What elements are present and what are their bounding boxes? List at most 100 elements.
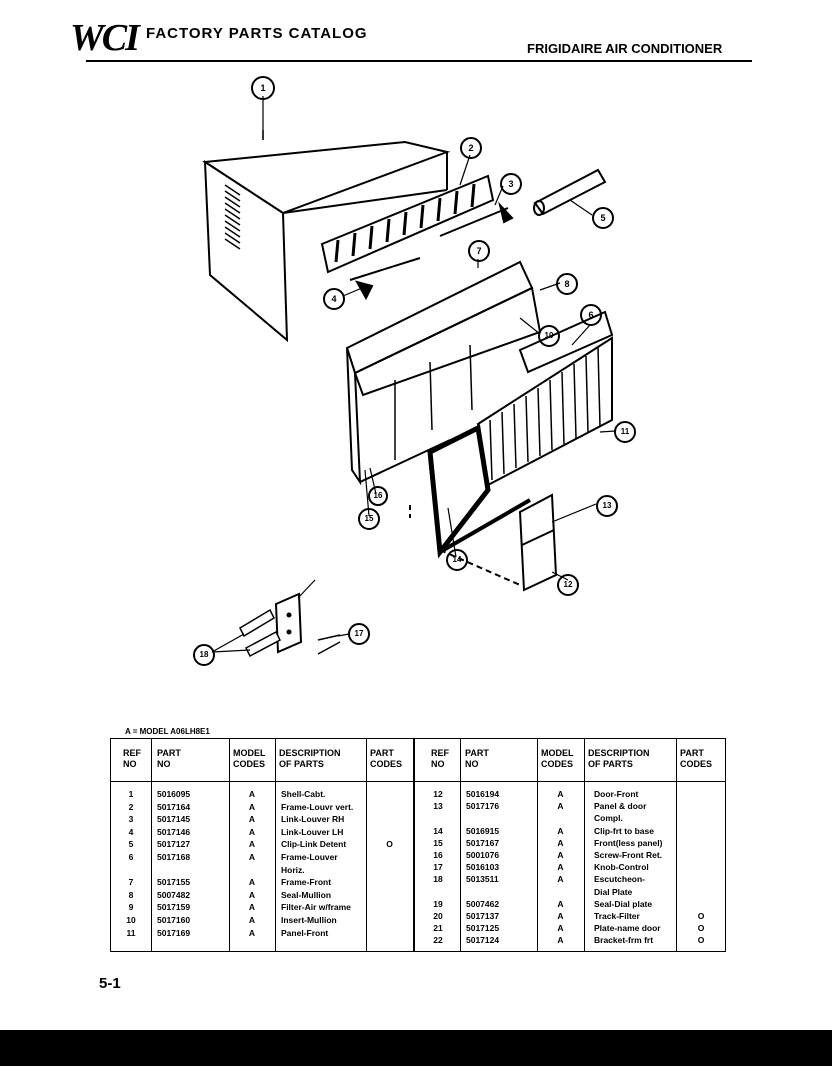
callout-1: 1	[251, 76, 275, 100]
right-row-0-model: A	[557, 789, 564, 799]
right-row-10-code: O	[697, 911, 705, 921]
dial-plate	[239, 592, 341, 658]
right-row-4-model: A	[557, 837, 564, 848]
left-row-9-ref: 9	[128, 902, 134, 913]
left-row-0-desc: Shell-Cabt.	[281, 789, 326, 799]
left-row-10-model: A	[248, 915, 256, 925]
left-row-4-ref: 5	[128, 839, 134, 850]
left-row-8-part: 5007482	[157, 889, 191, 900]
left-row-7-model: A	[248, 877, 256, 888]
left-row-3-model: A	[248, 826, 256, 837]
callout-7: 7	[468, 240, 490, 262]
left-row-9-model: A	[248, 902, 256, 913]
right-row-7-desc: Escutcheon-	[594, 874, 646, 885]
link-louver-parts	[349, 201, 514, 301]
right-row-4-part: 5017167	[466, 837, 500, 848]
left-row-5-desc: Frame-Louver	[281, 852, 338, 862]
right-row-10-part: 5017137	[466, 911, 500, 921]
right-row-5-model: A	[557, 850, 564, 860]
left-row-11-part: 5017169	[157, 927, 191, 938]
right-row-12-ref: 22	[433, 935, 443, 946]
left-row-5-part: 5017168	[157, 852, 191, 862]
right-row-12-model: A	[557, 935, 564, 946]
left-row-4-code: O	[386, 839, 393, 850]
callout-4: 4	[323, 288, 345, 310]
right-row-11-model: A	[557, 923, 564, 934]
right-row-11-part: 5017125	[466, 923, 500, 934]
left-row-7-part: 5017155	[157, 877, 191, 888]
model-note: A = MODEL A06LH8E1	[125, 727, 210, 736]
left-row-5-ref: 6	[128, 852, 134, 862]
left-row-5-model: A	[248, 852, 256, 862]
right-row-3-ref: 14	[433, 825, 443, 836]
callout-13: 13	[596, 495, 618, 517]
right-row-3-model: A	[557, 825, 564, 836]
left-row-10-ref: 10	[126, 915, 136, 925]
right-row-9-ref: 19	[433, 898, 443, 909]
left-row-1-desc: Frame-Louvr vert.	[281, 801, 354, 812]
left-row-7-ref: 7	[128, 877, 134, 888]
right-row-6-ref: 17	[433, 862, 443, 873]
callout-2: 2	[460, 137, 482, 159]
left-row-1-part: 5017164	[157, 801, 191, 812]
left-row-2-model: A	[248, 814, 256, 825]
catalog-page: WCI FACTORY PARTS CATALOG FRIGIDAIRE AIR…	[0, 0, 832, 1030]
left-row-10-desc: Insert-Mullion	[281, 915, 337, 925]
left-row-2-ref: 3	[128, 814, 134, 825]
right-row-4-desc: Front(less panel)	[594, 837, 663, 848]
right-row-11-code: O	[697, 923, 705, 934]
left-row-3-ref: 4	[128, 826, 134, 837]
right-row-1-desc: Panel & door	[594, 801, 647, 812]
right-row-6-model: A	[557, 862, 564, 873]
right-row-10-ref: 20	[433, 911, 443, 921]
left-row-3-part: 5017146	[157, 826, 191, 837]
right-row-0-part: 5016194	[466, 789, 500, 799]
right-row-6-part: 5016103	[466, 862, 500, 873]
right-row-12-part: 5017124	[466, 935, 500, 946]
left-row-1-ref: 2	[128, 801, 134, 812]
right-row-0-desc: Door-Front	[594, 789, 639, 799]
callout-18: 18	[193, 644, 215, 666]
right-row-9-part: 5007462	[466, 898, 500, 909]
right-row-12-desc: Bracket-frm frt	[594, 935, 654, 946]
left-row-8-ref: 8	[128, 889, 134, 900]
wci-logo: WCI	[70, 17, 140, 59]
left-row-8-desc: Seal-Mullion	[281, 889, 332, 900]
left-row-9-desc: Filter-Air w/frame	[281, 902, 351, 913]
left-row-11-ref: 11	[126, 927, 136, 938]
callout-17: 17	[348, 623, 370, 645]
left-row-2-desc: Link-Louver RH	[281, 814, 345, 825]
cabinet-shell	[202, 130, 451, 343]
right-row-1-ref: 13	[433, 801, 443, 812]
left-row-6-desc: Horiz.	[281, 864, 305, 875]
right-row-5-ref: 16	[433, 850, 443, 860]
callout-8: 8	[556, 273, 578, 295]
right-row-9-model: A	[557, 898, 564, 909]
page-number: 5-1	[99, 975, 121, 992]
front-door	[409, 493, 558, 592]
header-divider	[111, 781, 725, 782]
right-row-7-model: A	[557, 874, 564, 885]
right-row-3-part: 5016915	[466, 825, 500, 836]
front-panel	[427, 424, 532, 559]
left-row-4-desc: Clip-Link Detent	[281, 839, 347, 850]
exploded-parts-diagram	[202, 96, 616, 658]
callout-11: 11	[614, 421, 636, 443]
left-row-4-model: A	[248, 839, 256, 850]
callout-16: 16	[368, 486, 388, 506]
right-row-1-model: A	[557, 801, 564, 812]
right-row-5-desc: Screw-Front Ret.	[594, 850, 663, 860]
right-row-4-ref: 15	[433, 837, 443, 848]
right-row-10-model: A	[557, 911, 564, 921]
right-row-8-desc: Dial Plate	[594, 886, 633, 897]
left-row-1-model: A	[248, 801, 256, 812]
left-row-11-model: A	[248, 927, 256, 938]
clip-link-detent	[533, 168, 607, 216]
